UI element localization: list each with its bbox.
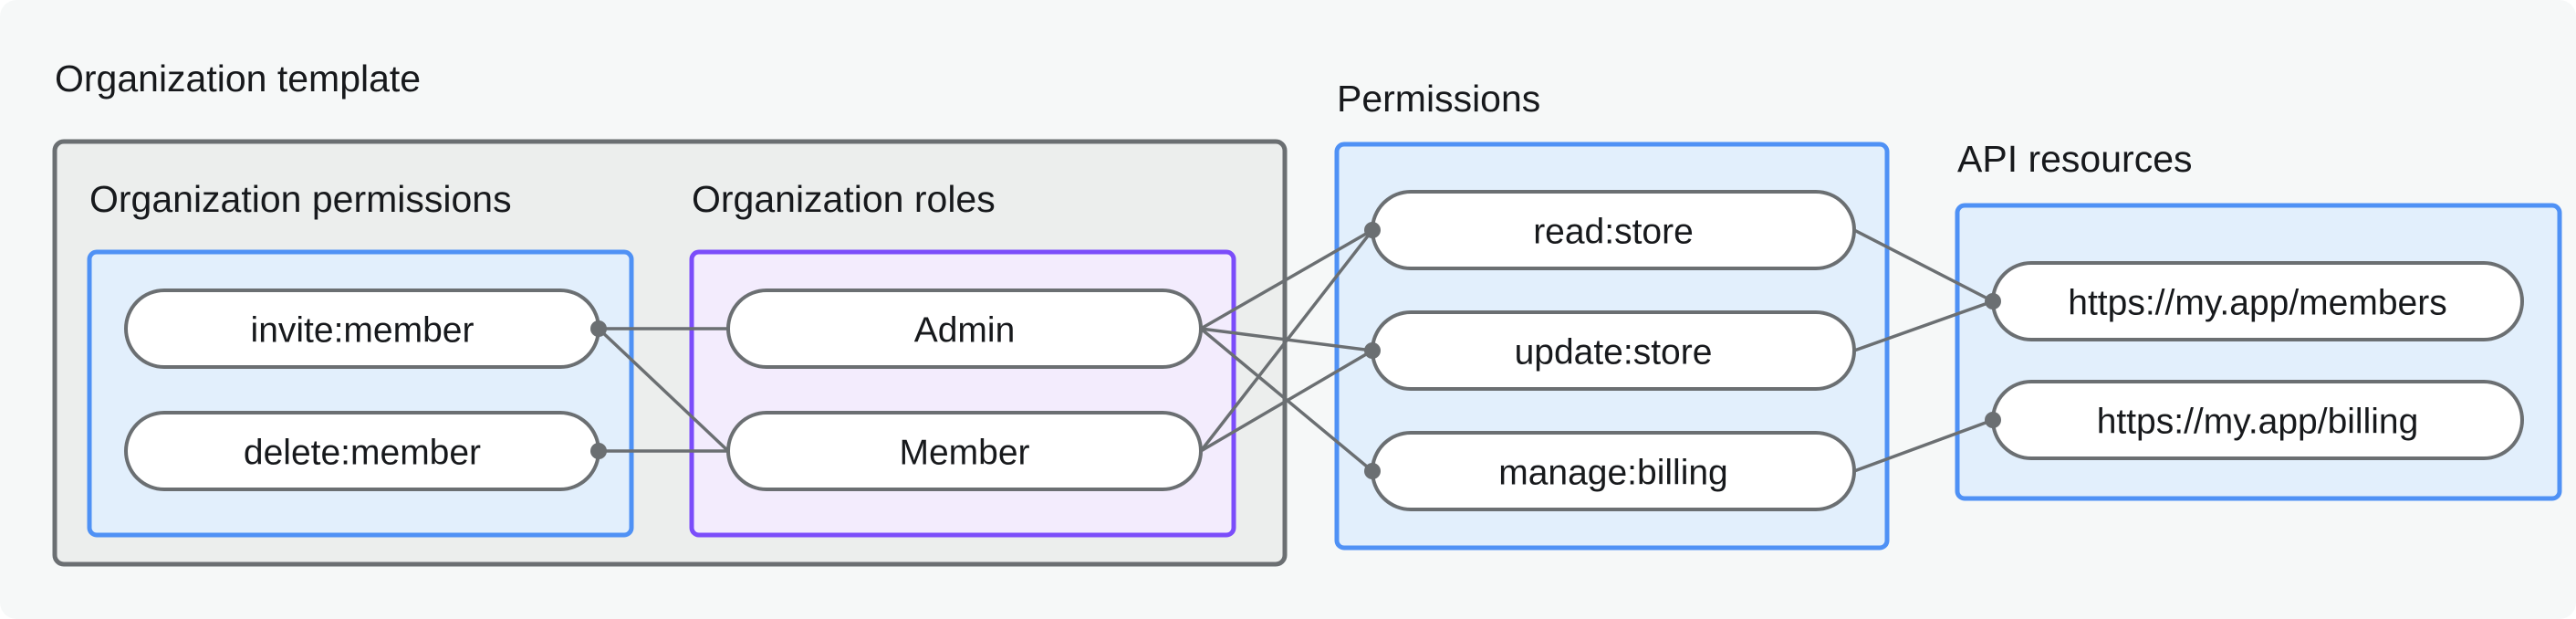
edge-endpoint-invite-member-out — [590, 320, 607, 337]
node-shape-role-member[interactable] — [726, 411, 1203, 491]
endpoint-layer — [590, 222, 2001, 479]
edge-layer — [597, 228, 1994, 473]
edge-endpoint-read-store-in — [1364, 222, 1381, 238]
node-invite-member[interactable]: invite:member — [124, 289, 600, 369]
node-label-read-store: read:store — [1533, 213, 1694, 252]
edge-endpoint-update-store-in — [1364, 342, 1381, 359]
edge-role-member-to-update-store — [1200, 349, 1373, 453]
edge-endpoint-res-members-in — [1985, 293, 2001, 310]
section-title-api-resources: API resources — [1957, 138, 2193, 180]
node-read-store[interactable]: read:store — [1371, 190, 1856, 270]
edge-invite-member-to-role-member — [597, 327, 730, 453]
section-title-organization-roles: Organization roles — [692, 178, 996, 220]
node-label-invite-member: invite:member — [251, 311, 475, 351]
node-res-billing[interactable]: https://my.app/billing — [1991, 380, 2524, 460]
edge-update-store-to-res-members — [1853, 299, 1994, 352]
edge-read-store-to-res-members — [1853, 228, 1994, 303]
node-label-delete-member: delete:member — [244, 434, 481, 473]
node-manage-billing[interactable]: manage:billing — [1371, 431, 1856, 511]
node-update-store[interactable]: update:store — [1371, 310, 1856, 391]
title-layer: Organization template Organization permi… — [55, 58, 2193, 220]
organization-template-title: Organization template — [55, 58, 421, 100]
section-title-organization-permissions: Organization permissions — [89, 178, 512, 220]
node-label-role-member: Member — [899, 434, 1029, 473]
node-label-res-billing: https://my.app/billing — [2097, 403, 2419, 442]
node-res-members[interactable]: https://my.app/members — [1991, 261, 2524, 341]
node-label-manage-billing: manage:billing — [1498, 454, 1728, 493]
edge-manage-billing-to-res-billing — [1853, 418, 1994, 473]
node-role-member[interactable]: Member — [726, 411, 1203, 491]
node-label-role-admin: Admin — [914, 311, 1016, 351]
edge-endpoint-delete-member-out — [590, 443, 607, 459]
node-delete-member[interactable]: delete:member — [124, 411, 600, 491]
section-title-permissions: Permissions — [1337, 78, 1540, 120]
edge-endpoint-manage-billing-in — [1364, 463, 1381, 479]
node-label-update-store: update:store — [1515, 333, 1713, 372]
node-shape-role-admin[interactable] — [726, 289, 1203, 369]
node-role-admin[interactable]: Admin — [726, 289, 1203, 369]
edge-endpoint-res-billing-in — [1985, 412, 2001, 428]
node-label-res-members: https://my.app/members — [2068, 284, 2446, 323]
edge-role-member-to-read-store — [1199, 228, 1374, 453]
edge-role-admin-to-read-store — [1200, 228, 1373, 330]
